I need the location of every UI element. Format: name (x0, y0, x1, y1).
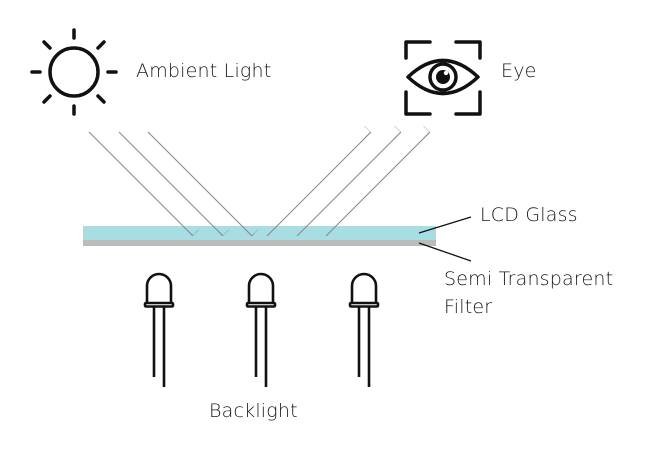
lcd-glass (83, 226, 436, 240)
reflected-ray (266, 132, 372, 237)
eye-scan-icon (404, 40, 482, 116)
incident-ray (147, 131, 252, 237)
led-icon (245, 272, 277, 387)
led-icon (143, 272, 175, 387)
filter-leader (418, 242, 472, 262)
reflected-rays (266, 132, 431, 237)
semi-transparent-filter (83, 240, 436, 246)
lcd-glass-leader (418, 216, 472, 234)
incident-ray (88, 131, 193, 237)
eye-label: Eye (501, 60, 537, 82)
backlight-label: Backlight (209, 400, 298, 422)
reflected-ray (296, 132, 402, 237)
reflected-ray (325, 132, 431, 237)
lcd-glass-label: LCD Glass (480, 204, 578, 226)
led-icon (348, 272, 380, 387)
filter-label-line1: Semi Transparent (444, 268, 614, 290)
sun-icon (30, 28, 118, 116)
incident-ray (118, 131, 223, 237)
filter-label-line2: Filter (444, 296, 493, 318)
incident-rays (88, 131, 252, 237)
ambient-light-label: Ambient Light (136, 60, 272, 82)
